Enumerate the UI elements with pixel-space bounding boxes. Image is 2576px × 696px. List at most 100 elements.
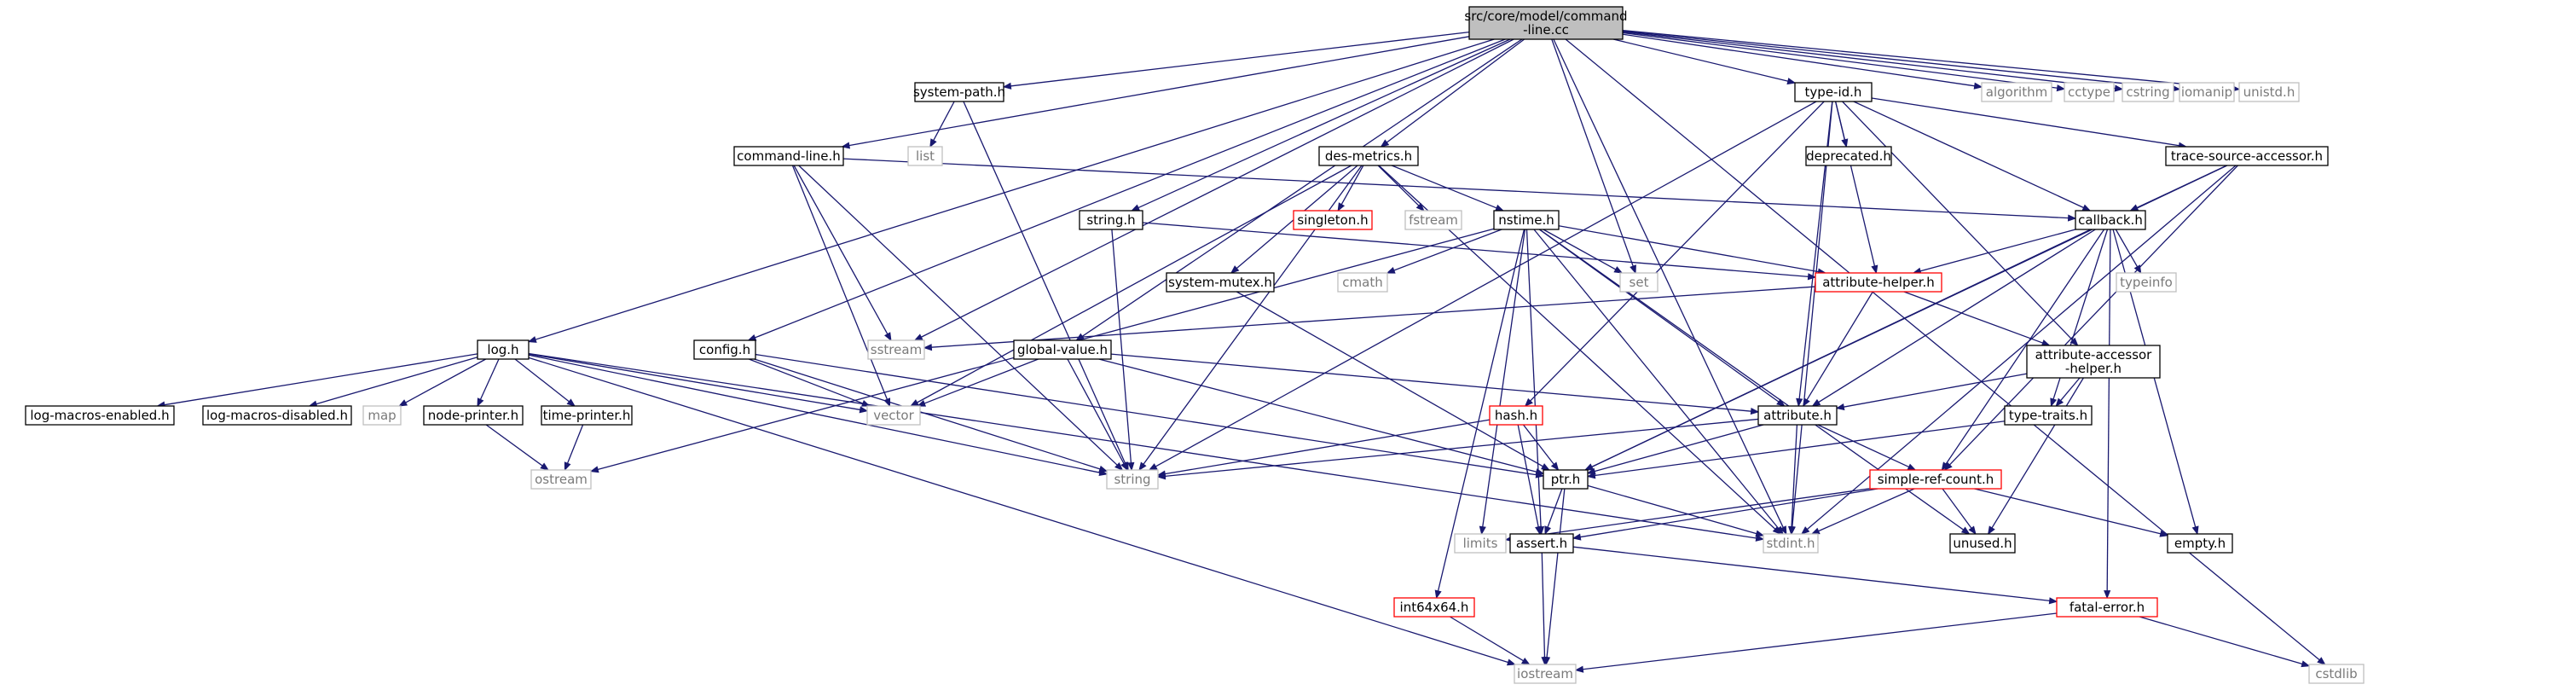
- edge-line: [755, 353, 1537, 476]
- node-label: log-macros-enabled.h: [30, 408, 169, 423]
- node-box: [2056, 597, 2158, 618]
- node-type-id[interactable]: type-id.h: [1794, 82, 1873, 102]
- edge-simple-ref-count-to-assert: [1572, 488, 1878, 541]
- edge-line: [1843, 373, 2028, 408]
- edge-global-value-to-ptr: [1098, 358, 1545, 476]
- edge-des-metrics-to-nstime: [1391, 165, 1505, 212]
- edge-root-to-global-value: [1075, 38, 1523, 341]
- node-simple-ref-count[interactable]: simple-ref-count.h: [1869, 469, 2002, 490]
- edge-arrowhead: [527, 336, 537, 343]
- edge-arrowhead: [1386, 267, 1396, 274]
- edge-arrowhead: [2104, 590, 2111, 600]
- edge-arrowhead: [2301, 660, 2311, 668]
- node-unused[interactable]: unused.h: [1949, 533, 2016, 554]
- node-ostream: ostream: [530, 469, 592, 490]
- node-box: [1794, 82, 1873, 102]
- node-box: [1337, 272, 1388, 293]
- edge-root-to-algorithm: [1622, 33, 1983, 90]
- edge-arrowhead: [2055, 397, 2064, 408]
- node-time-printer[interactable]: time-printer.h: [541, 405, 633, 426]
- node-box: [1757, 405, 1838, 426]
- edge-arrowhead: [1541, 657, 1548, 666]
- node-label: stdint.h: [1766, 536, 1815, 551]
- node-label: node-printer.h: [428, 408, 518, 423]
- node-trace-source-accessor[interactable]: trace-source-accessor.h: [2165, 146, 2329, 166]
- node-empty[interactable]: empty.h: [2167, 533, 2233, 554]
- node-command-line[interactable]: command-line.h: [733, 146, 844, 166]
- edge-line: [1903, 291, 2044, 344]
- node-label: des-metrics.h: [1325, 148, 1412, 164]
- node-string-h[interactable]: string.h: [1079, 210, 1143, 230]
- edge-line: [1842, 101, 2074, 341]
- node-singleton[interactable]: singleton.h: [1293, 210, 1373, 230]
- edge-arrowhead: [1907, 463, 1917, 471]
- node-box: [25, 405, 175, 426]
- node-string: string: [1106, 469, 1159, 490]
- node-attribute-helper[interactable]: attribute-helper.h: [1815, 272, 1942, 293]
- node-box: [867, 339, 925, 360]
- node-des-metrics[interactable]: des-metrics.h: [1318, 146, 1419, 166]
- node-list: list: [907, 146, 943, 166]
- edge-config-to-vector: [749, 358, 871, 407]
- node-type-traits[interactable]: type-traits.h: [2004, 405, 2093, 426]
- edge-root-to-config: [747, 38, 1506, 341]
- node-system-path[interactable]: system-path.h: [913, 82, 1005, 102]
- node-label: fatal-error.h: [2069, 600, 2145, 615]
- node-assert[interactable]: assert.h: [1509, 533, 1574, 554]
- node-nstime[interactable]: nstime.h: [1493, 210, 1560, 230]
- node-label: unistd.h: [2243, 84, 2295, 100]
- node-system-mutex[interactable]: system-mutex.h: [1166, 272, 1275, 293]
- node-label: fstream: [1409, 212, 1458, 228]
- edge-arrowhead: [1800, 526, 1810, 535]
- node-attribute-accessor-helper[interactable]: attribute-accessor-helper.h: [2026, 345, 2161, 379]
- node-hash[interactable]: hash.h: [1489, 405, 1543, 426]
- node-box: [2122, 82, 2174, 102]
- node-label: ostream: [535, 472, 588, 487]
- edge-log-to-log-macros-disabled: [308, 357, 478, 408]
- edge-arrowhead: [1586, 472, 1596, 479]
- node-config[interactable]: config.h: [693, 339, 756, 360]
- edge-line: [1553, 38, 1784, 528]
- node-node-printer[interactable]: node-printer.h: [423, 405, 524, 426]
- node-log-macros-enabled[interactable]: log-macros-enabled.h: [25, 405, 175, 426]
- edge-line: [528, 352, 1757, 539]
- node-label: empty.h: [2174, 536, 2226, 551]
- node-log-macros-disabled[interactable]: log-macros-disabled.h: [202, 405, 352, 426]
- node-callback[interactable]: callback.h: [2075, 210, 2146, 230]
- edge-arrowhead: [923, 344, 933, 351]
- node-root[interactable]: src/core/model/command-line.cc: [1464, 6, 1628, 40]
- node-label: list: [916, 148, 935, 164]
- edge-type-id-to-stdint: [1788, 101, 1833, 536]
- edge-hash-to-ptr: [1522, 424, 1560, 472]
- edge-arrowhead: [1148, 463, 1158, 471]
- edge-arrowhead: [1495, 204, 1505, 212]
- edge-arrowhead: [1796, 397, 1803, 408]
- node-global-value[interactable]: global-value.h: [1013, 339, 1112, 360]
- edge-line: [931, 286, 1816, 348]
- node-deprecated[interactable]: deprecated.h: [1805, 146, 1892, 166]
- node-box: [1543, 469, 1589, 490]
- node-ptr[interactable]: ptr.h: [1543, 469, 1589, 490]
- node-cstring: cstring: [2122, 82, 2174, 102]
- node-log[interactable]: log.h: [477, 339, 530, 360]
- edge-line: [749, 358, 864, 404]
- node-typeinfo: typeinfo: [2116, 272, 2177, 293]
- edge-arrowhead: [859, 406, 869, 414]
- node-int64x64[interactable]: int64x64.h: [1393, 597, 1475, 618]
- node-attribute[interactable]: attribute.h: [1757, 405, 1838, 426]
- edge-nstime-to-limits: [1479, 229, 1526, 536]
- edge-arrowhead: [2081, 204, 2092, 212]
- edge-arrowhead: [1127, 461, 1135, 472]
- edge-arrowhead: [884, 332, 892, 342]
- node-box: [530, 469, 592, 490]
- edge-arrowhead: [1572, 533, 1582, 541]
- edge-line: [2115, 229, 2139, 268]
- edge-line: [164, 353, 478, 406]
- edge-arrowhead: [1544, 525, 1552, 536]
- edge-arrowhead: [1138, 461, 1147, 472]
- edge-attribute-to-string: [1156, 418, 1759, 480]
- node-label: cstdlib: [2315, 666, 2357, 682]
- node-fatal-error[interactable]: fatal-error.h: [2056, 597, 2158, 618]
- node-label: iostream: [1517, 666, 1573, 682]
- edge-line: [1393, 229, 1502, 271]
